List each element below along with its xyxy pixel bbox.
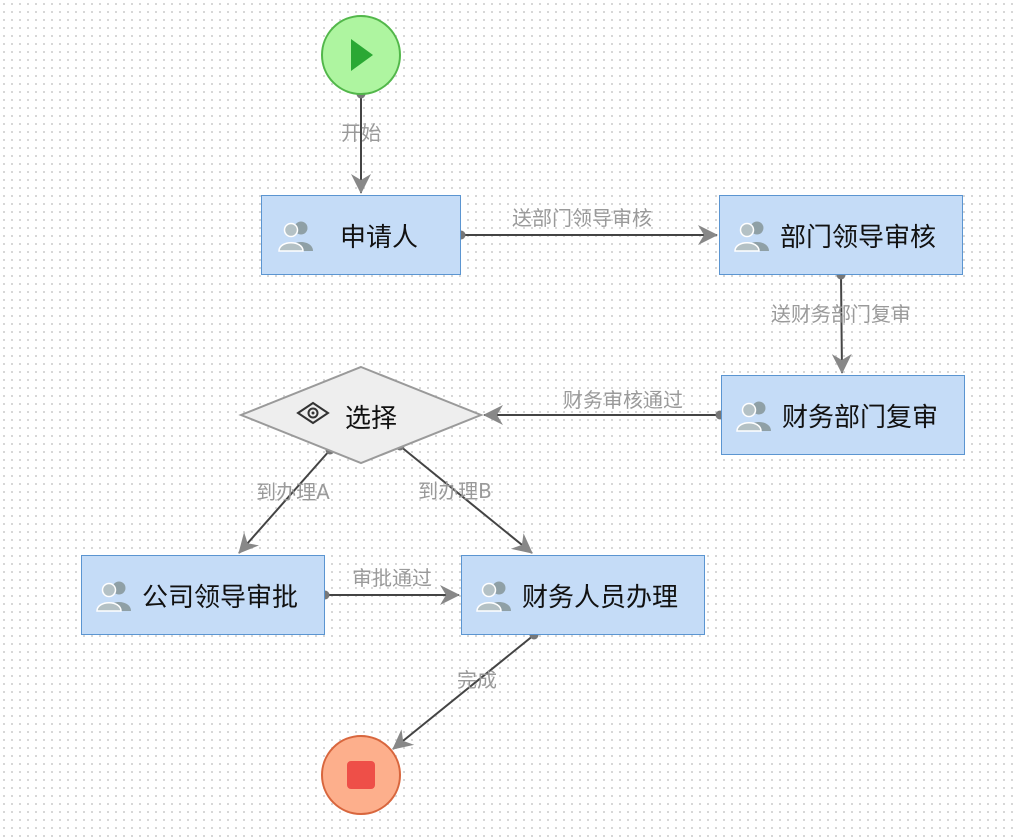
users-icon [734, 221, 769, 252]
edge-to-a[interactable]: 到办理A [238, 445, 335, 554]
users-icon [476, 581, 511, 612]
edge-send-dept[interactable]: 送部门领导审核 [456, 206, 718, 245]
task-label: 申请人 [340, 222, 419, 253]
edge-approved[interactable]: 审批通过 [320, 566, 460, 605]
task-label: 财务部门复审 [782, 402, 939, 433]
task-label: 部门领导审核 [780, 222, 937, 253]
task-finance-review[interactable]: 财务部门复审 [721, 375, 965, 455]
edge-done[interactable]: 完成 [392, 630, 539, 750]
edge-label-finance-pass: 财务审核通过 [563, 388, 683, 412]
play-icon [351, 39, 373, 71]
gateway-choice[interactable] [238, 365, 484, 465]
task-dept-review[interactable]: 部门领导审核 [719, 195, 963, 275]
edge-label-to-a: 到办理A [256, 480, 330, 504]
stop-icon [347, 761, 375, 789]
task-label: 财务人员办理 [522, 582, 679, 613]
task-applicant[interactable]: 申请人 [261, 195, 461, 275]
edge-label-approved: 审批通过 [352, 566, 432, 590]
end-event[interactable] [321, 735, 401, 815]
start-event[interactable] [321, 15, 401, 95]
edge-label-start: 开始 [341, 121, 381, 145]
edge-label-to-b: 到办理B [418, 479, 492, 503]
edge-label-send-finance: 送财务部门复审 [771, 302, 911, 326]
task-label: 公司领导审批 [142, 582, 299, 613]
edge-start[interactable]: 开始 [341, 89, 381, 194]
users-icon [278, 221, 313, 252]
edge-finance-pass[interactable]: 财务审核通过 [483, 388, 725, 425]
edge-send-finance[interactable]: 送财务部门复审 [771, 270, 911, 374]
users-icon [736, 401, 771, 432]
edge-label-done: 完成 [457, 668, 497, 692]
gateway-eye-icon [296, 401, 330, 425]
edge-to-b[interactable]: 到办理B [395, 441, 533, 554]
users-icon [96, 581, 131, 612]
task-company-approval[interactable]: 公司领导审批 [81, 555, 325, 635]
edge-label-send-dept: 送部门领导审核 [512, 206, 652, 230]
task-finance-staff[interactable]: 财务人员办理 [461, 555, 705, 635]
gateway-label: 选择 [345, 404, 398, 434]
